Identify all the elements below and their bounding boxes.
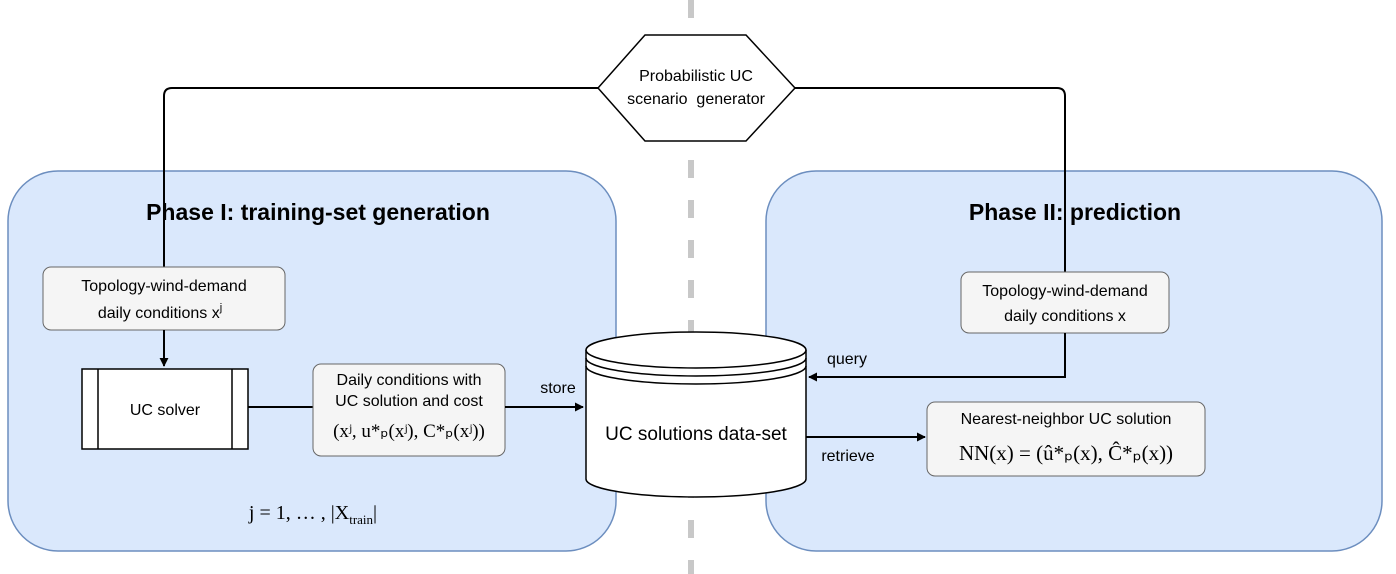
uc-solver-box (81, 368, 249, 450)
generator-label-line1: Probabilistic UC (639, 68, 753, 85)
phase1-conditions-line2: daily conditions xj (98, 302, 222, 322)
nn-solution-formula: NN(x) = (û*ₚ(x), Ĉ*ₚ(x)) (959, 441, 1173, 465)
phase2-conditions-line1: Topology-wind-demand (982, 283, 1147, 300)
nn-solution-box (926, 401, 1206, 477)
generator-to-phase1-line (163, 87, 598, 270)
query-label: query (827, 351, 867, 368)
phase1-panel (7, 170, 617, 552)
phase1-title: Phase I: training-set generation (146, 199, 490, 225)
solution-box-line1: Daily conditions with (337, 372, 482, 389)
solution-box-line2: UC solution and cost (335, 393, 483, 410)
solution-box-formula: (xʲ, u*ₚ(xʲ), C*ₚ(xʲ)) (333, 421, 485, 442)
uc-solutions-database (585, 331, 807, 498)
solution-box (312, 363, 506, 457)
generator-to-phase2-line (791, 87, 1066, 272)
phase1-conditions-line1: Topology-wind-demand (81, 278, 246, 295)
nn-solution-title: Nearest-neighbor UC solution (961, 411, 1172, 428)
phase2-conditions-line2: daily conditions x (1004, 308, 1126, 325)
index-range: j = 1, … , |Xtrain| (248, 502, 377, 527)
query-arrow (808, 333, 1066, 382)
generator-label-line2: scenario generator (627, 91, 766, 108)
store-label: store (540, 380, 576, 397)
retrieve-label: retrieve (821, 448, 874, 465)
uc-solver-label: UC solver (130, 402, 201, 419)
scenario-generator-hexagon (596, 34, 797, 142)
phase2-title: Phase II: prediction (969, 199, 1181, 225)
database-label: UC solutions data-set (605, 424, 787, 445)
